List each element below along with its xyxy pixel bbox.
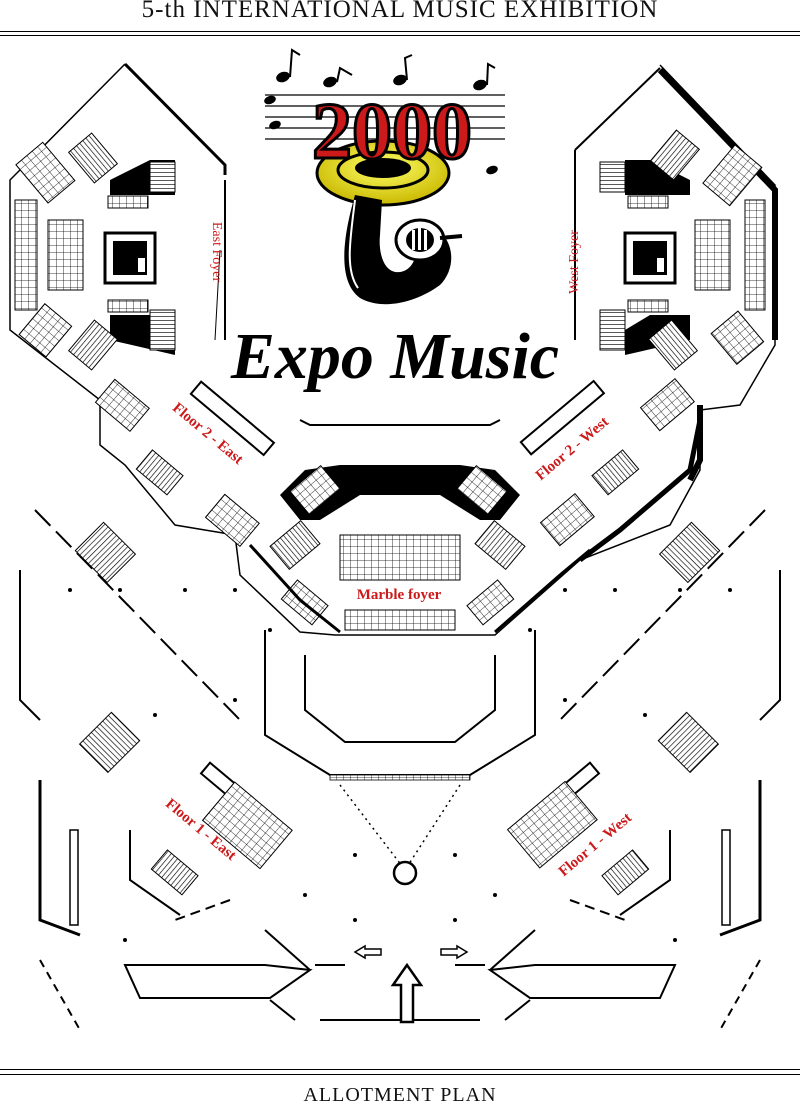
music-note-icon (264, 71, 498, 175)
footer-rule-2 (0, 1074, 800, 1075)
label-east-foyer: East Foyer (209, 222, 224, 283)
exhibition-title: 5-th INTERNATIONAL MUSIC EXHIBITION (141, 0, 659, 23)
floor-2-central (94, 378, 703, 634)
header-rule (0, 31, 800, 32)
header-rule-2 (0, 35, 800, 36)
west-foyer-wing (574, 67, 766, 371)
label-marble-foyer: Marble foyer (357, 587, 442, 603)
label-west-foyer: West Foyer (567, 230, 582, 294)
logo-name: Expo Music (230, 320, 559, 393)
expo-music-logo: 2000 Expo Music (230, 48, 559, 393)
east-foyer-wing (9, 62, 778, 636)
floor-1-hall (19, 509, 781, 1031)
allotment-plan-title: ALLOTMENT PLAN (303, 1084, 497, 1106)
logo-year: 2000 (312, 88, 472, 176)
footer-rule (0, 1069, 800, 1070)
